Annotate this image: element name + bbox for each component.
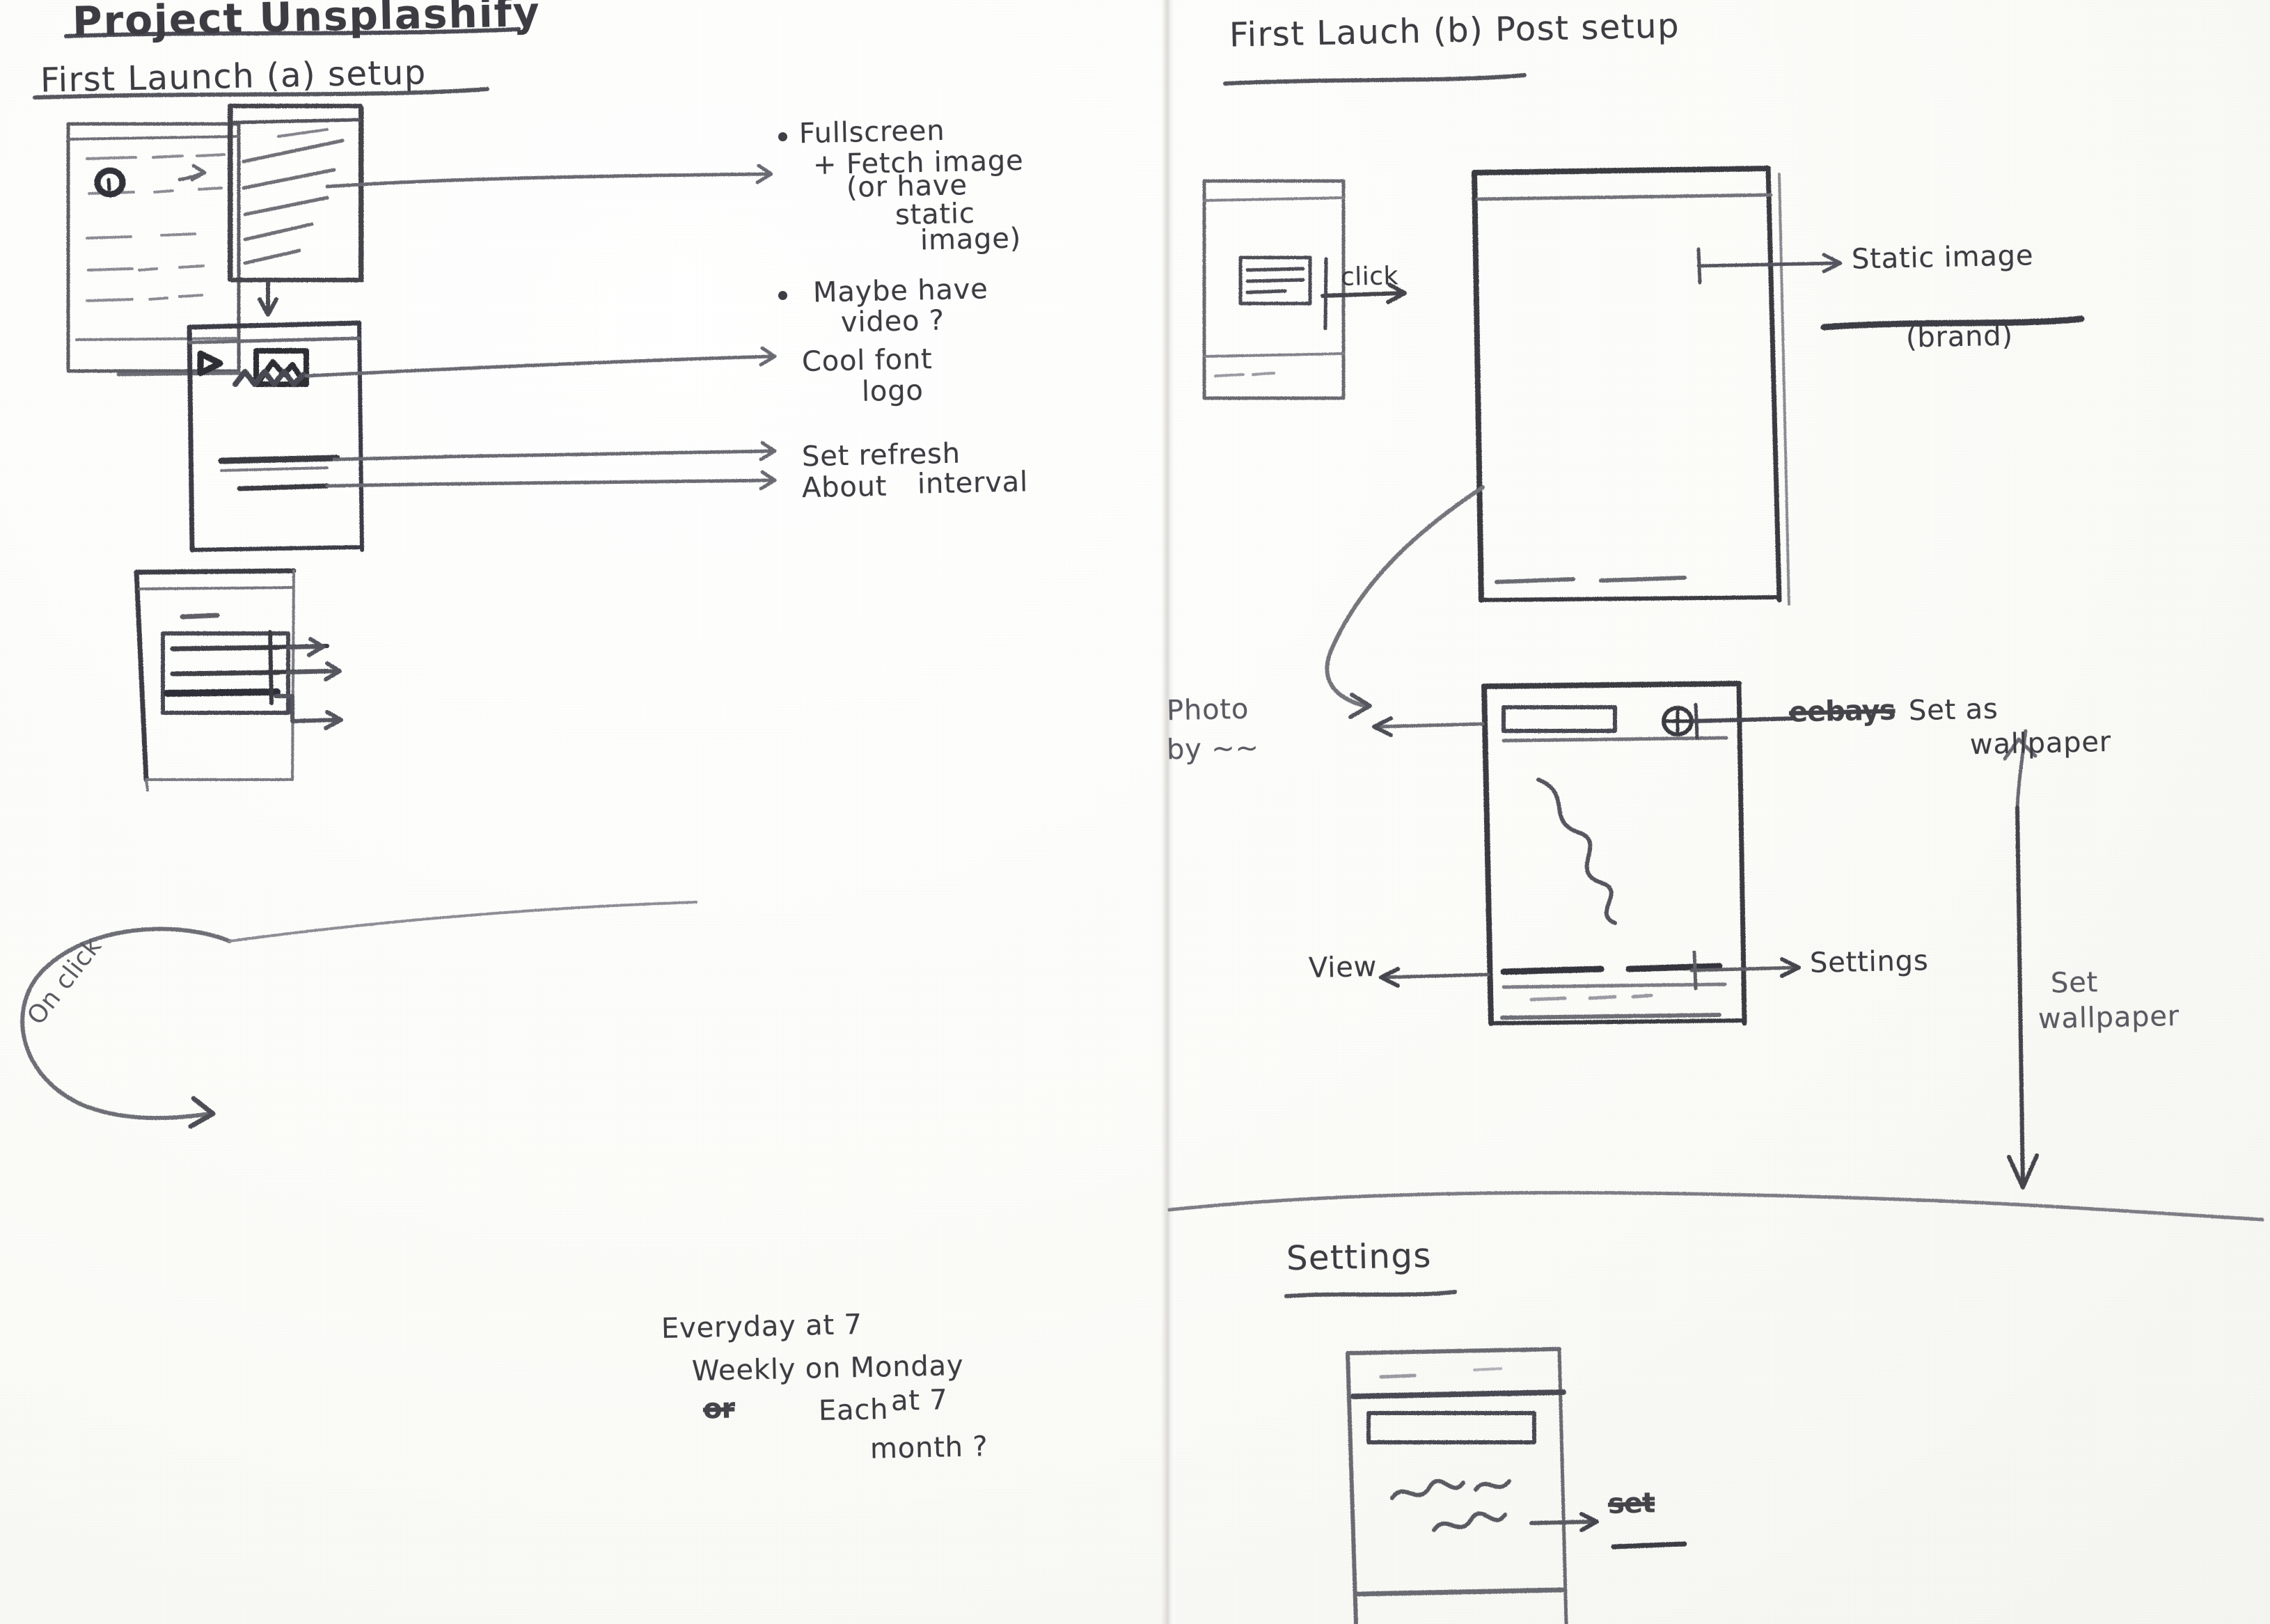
note-struck-set-as: eebays bbox=[1788, 694, 1896, 729]
note-logo: logo bbox=[861, 375, 924, 408]
note-set-as: Set as bbox=[1908, 693, 1999, 727]
section-heading-settings: Settings bbox=[1286, 1236, 1433, 1279]
label-click: click bbox=[1340, 262, 1399, 292]
note-photo-by-line1: Photo bbox=[1166, 693, 1250, 727]
note-set-wallpaper-line2: wallpaper bbox=[2038, 1000, 2180, 1036]
note-photo-by-line2: by ~~ bbox=[1166, 732, 1260, 766]
note-weekly-at-7: at 7 bbox=[890, 1384, 949, 1417]
bullet-dot-2 bbox=[778, 291, 787, 300]
note-struck-set: set bbox=[1607, 1487, 1655, 1520]
label-settings-nav: Settings bbox=[1809, 945, 1929, 979]
note-maybe-have: Maybe have bbox=[812, 273, 989, 309]
bullet-dot-1 bbox=[778, 132, 787, 141]
note-image-close: image) bbox=[920, 222, 1022, 257]
note-static-image: Static image bbox=[1851, 239, 2034, 276]
note-set-wallpaper-line1: Set bbox=[2050, 966, 2099, 1000]
note-cool-font: Cool font bbox=[801, 343, 933, 378]
note-about: About bbox=[801, 470, 888, 505]
note-each: Each bbox=[818, 1393, 889, 1428]
note-struck-or: or bbox=[702, 1392, 735, 1426]
note-weekly-on-monday: Weekly on Monday bbox=[691, 1349, 964, 1388]
note-video: video ? bbox=[840, 304, 945, 339]
note-interval: interval bbox=[917, 466, 1029, 500]
notebook-gutter bbox=[1160, 0, 1175, 1624]
label-view: View bbox=[1308, 950, 1378, 985]
section-heading-first-launch-a: First Launch (a) setup bbox=[40, 53, 427, 100]
note-brand: (brand) bbox=[1905, 320, 2014, 354]
note-wallpaper: wallpaper bbox=[1969, 725, 2112, 762]
note-fullscreen: Fullscreen bbox=[798, 114, 945, 150]
note-month: month ? bbox=[869, 1430, 988, 1465]
note-everyday-at-7: Everyday at 7 bbox=[661, 1308, 863, 1346]
